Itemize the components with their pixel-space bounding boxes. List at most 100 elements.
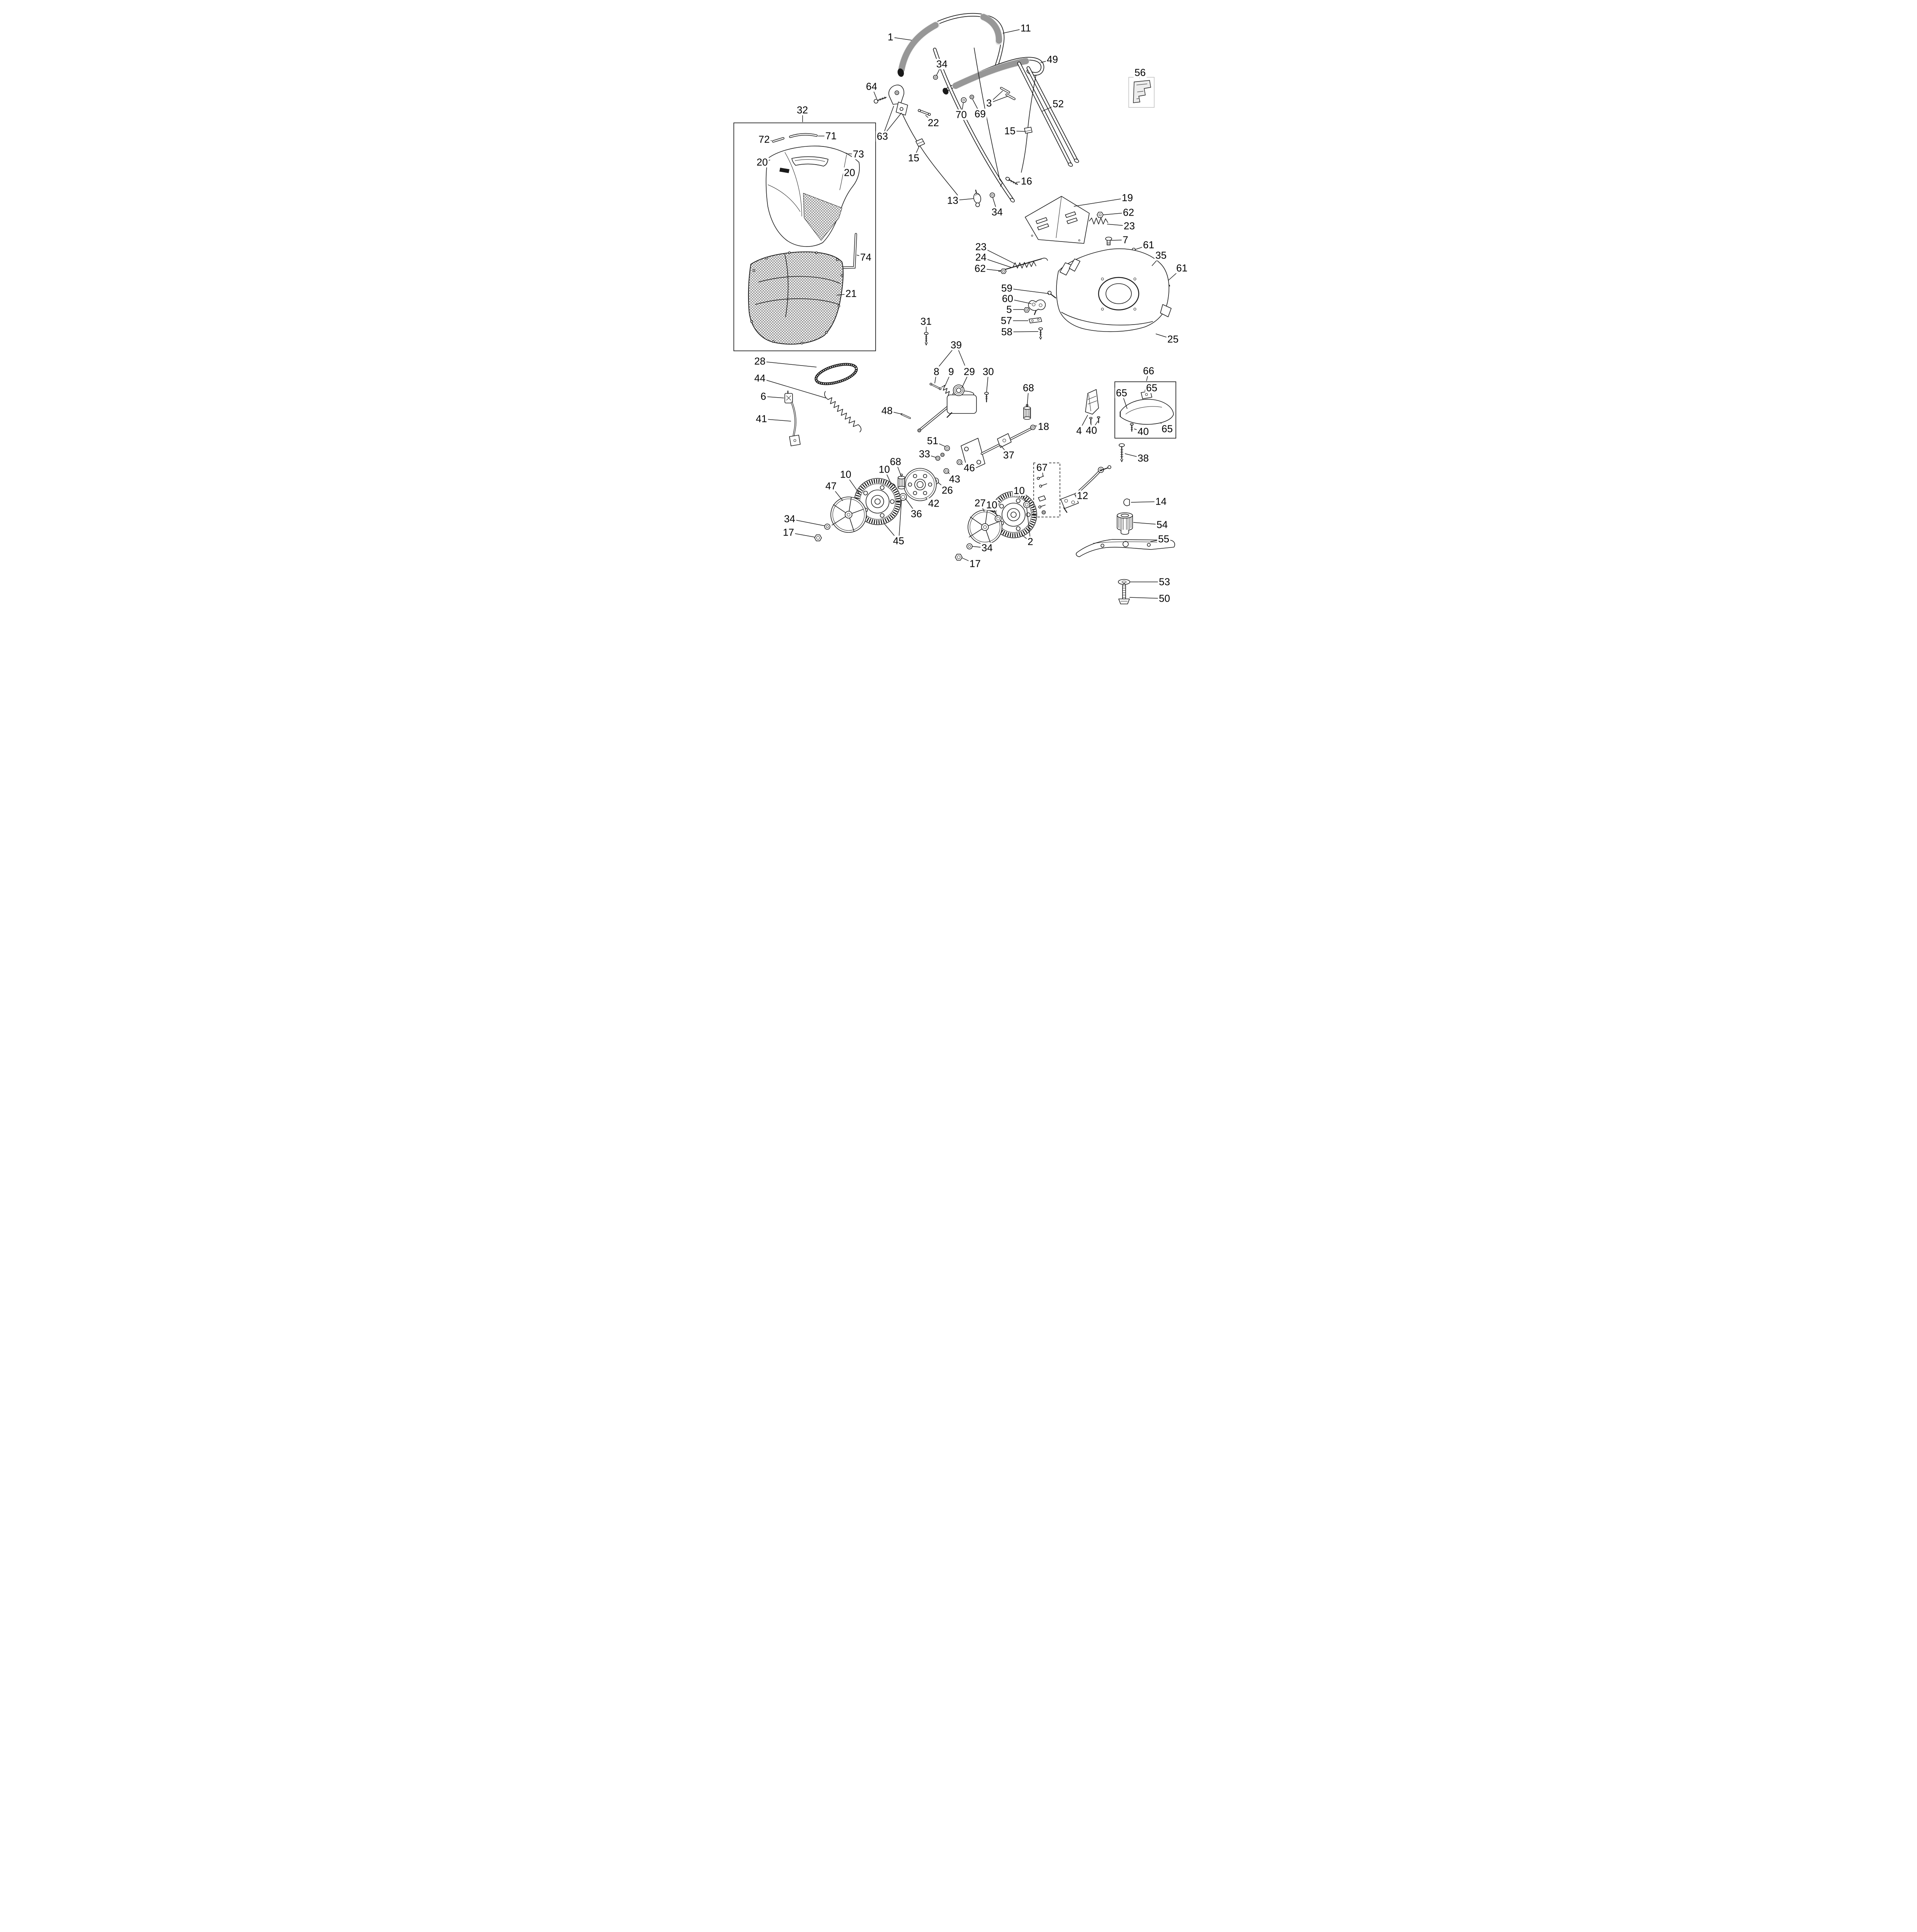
part-callout-17: 17	[782, 527, 795, 538]
part-callout-65: 65	[1115, 388, 1128, 398]
part-callout-23: 23	[1123, 221, 1136, 231]
part-callout-31: 31	[919, 316, 933, 327]
mulch-wedge	[1085, 389, 1100, 424]
part-callout-7: 7	[1121, 235, 1129, 245]
part-callout-23: 23	[974, 242, 988, 252]
part-callout-26: 26	[941, 485, 954, 496]
axle-and-wheels	[814, 425, 1037, 561]
part-callout-27: 27	[973, 498, 987, 509]
bag-clips	[750, 251, 843, 345]
part-callout-63: 63	[876, 131, 889, 142]
part-callout-20: 20	[843, 167, 856, 178]
part-callout-62: 62	[1122, 207, 1135, 218]
leader-line	[1007, 288, 1049, 294]
bracket-56-box	[1128, 77, 1155, 108]
part-callout-61: 61	[1175, 263, 1189, 274]
handle-grip	[897, 14, 1002, 77]
handle-bolt	[1005, 177, 1018, 185]
part-callout-29: 29	[963, 366, 976, 377]
part-callout-40: 40	[1136, 426, 1150, 437]
grass-bag	[748, 251, 844, 345]
part-callout-55: 55	[1157, 534, 1170, 544]
part-callout-13: 13	[946, 195, 959, 206]
part-callout-41: 41	[755, 413, 768, 424]
drive-belt	[814, 363, 858, 385]
hardware-box-67	[1033, 463, 1060, 517]
leader-line	[898, 500, 902, 541]
part-callout-72: 72	[757, 134, 771, 145]
part-callout-19: 19	[1121, 192, 1134, 203]
part-callout-61: 61	[1142, 240, 1155, 250]
part-callout-65: 65	[1160, 423, 1174, 434]
part-callout-15: 15	[907, 153, 920, 163]
part-callout-42: 42	[927, 498, 941, 509]
part-callout-24: 24	[974, 252, 988, 263]
blade-adapter	[1116, 512, 1133, 535]
part-callout-2: 2	[1026, 536, 1034, 547]
part-callout-28: 28	[753, 356, 767, 367]
part-callout-50: 50	[1158, 593, 1171, 604]
part-callout-4: 4	[1075, 425, 1083, 436]
part-callout-40: 40	[1085, 425, 1098, 436]
part-callout-34: 34	[935, 59, 949, 70]
part-callout-49: 49	[1046, 54, 1059, 65]
part-callout-57: 57	[1000, 315, 1013, 326]
part-callout-43: 43	[948, 474, 961, 485]
part-callout-47: 47	[824, 481, 838, 492]
part-callout-17: 17	[968, 558, 982, 569]
part-callout-38: 38	[1136, 453, 1150, 464]
part-callout-59: 59	[1000, 283, 1014, 294]
top-cover	[765, 146, 860, 247]
part-callout-16: 16	[1020, 176, 1033, 187]
cover-and-bag-section	[733, 122, 876, 351]
part-callout-52: 52	[1051, 99, 1065, 109]
cable-clamp	[973, 189, 981, 207]
part-callout-65: 65	[1145, 383, 1158, 393]
lower-handle-tubes	[1017, 61, 1079, 167]
part-callout-46: 46	[963, 463, 976, 473]
part-callout-10: 10	[1012, 485, 1026, 496]
part-callout-25: 25	[1166, 334, 1180, 345]
part-callout-21: 21	[844, 288, 858, 299]
part-callout-9: 9	[947, 366, 955, 377]
guard-bolt	[1118, 443, 1125, 462]
part-callout-11: 11	[1019, 23, 1032, 34]
bushing-68-left	[897, 473, 905, 490]
part-callout-14: 14	[1154, 496, 1168, 507]
part-callout-34: 34	[783, 514, 796, 524]
part-callout-74: 74	[859, 252, 873, 263]
engine-cover-group	[998, 196, 1170, 340]
handle-washers	[933, 75, 974, 103]
part-callout-58: 58	[1000, 327, 1014, 337]
part-callout-66: 66	[1142, 366, 1155, 376]
diagram-line-art	[733, 13, 1176, 604]
right-lower-hardware	[1033, 381, 1176, 604]
part-callout-68: 68	[1022, 383, 1035, 393]
part-callout-37: 37	[1002, 450, 1015, 461]
leader-line	[760, 378, 826, 398]
part-callout-18: 18	[1037, 421, 1050, 432]
blade-bolt-group	[1118, 579, 1130, 604]
part-callout-6: 6	[759, 391, 767, 402]
drive-disc	[903, 468, 937, 501]
part-callout-70: 70	[954, 109, 968, 120]
part-callout-48: 48	[880, 405, 894, 416]
part-callout-34: 34	[980, 543, 994, 553]
part-callout-73: 73	[852, 149, 865, 160]
part-callout-20: 20	[755, 157, 769, 168]
handle-pin	[917, 109, 931, 116]
part-callout-44: 44	[753, 373, 767, 384]
part-callout-67: 67	[1035, 462, 1049, 473]
part-callout-36: 36	[910, 509, 923, 519]
part-callout-33: 33	[918, 449, 931, 459]
part-callout-8: 8	[932, 366, 941, 377]
part-callout-1: 1	[886, 32, 895, 43]
part-callout-10: 10	[878, 464, 891, 475]
mower-deck	[1056, 248, 1172, 332]
part-callout-22: 22	[927, 117, 940, 128]
control-cables	[901, 48, 1036, 196]
drive-group	[784, 332, 1031, 446]
cable-clips	[915, 127, 1032, 147]
